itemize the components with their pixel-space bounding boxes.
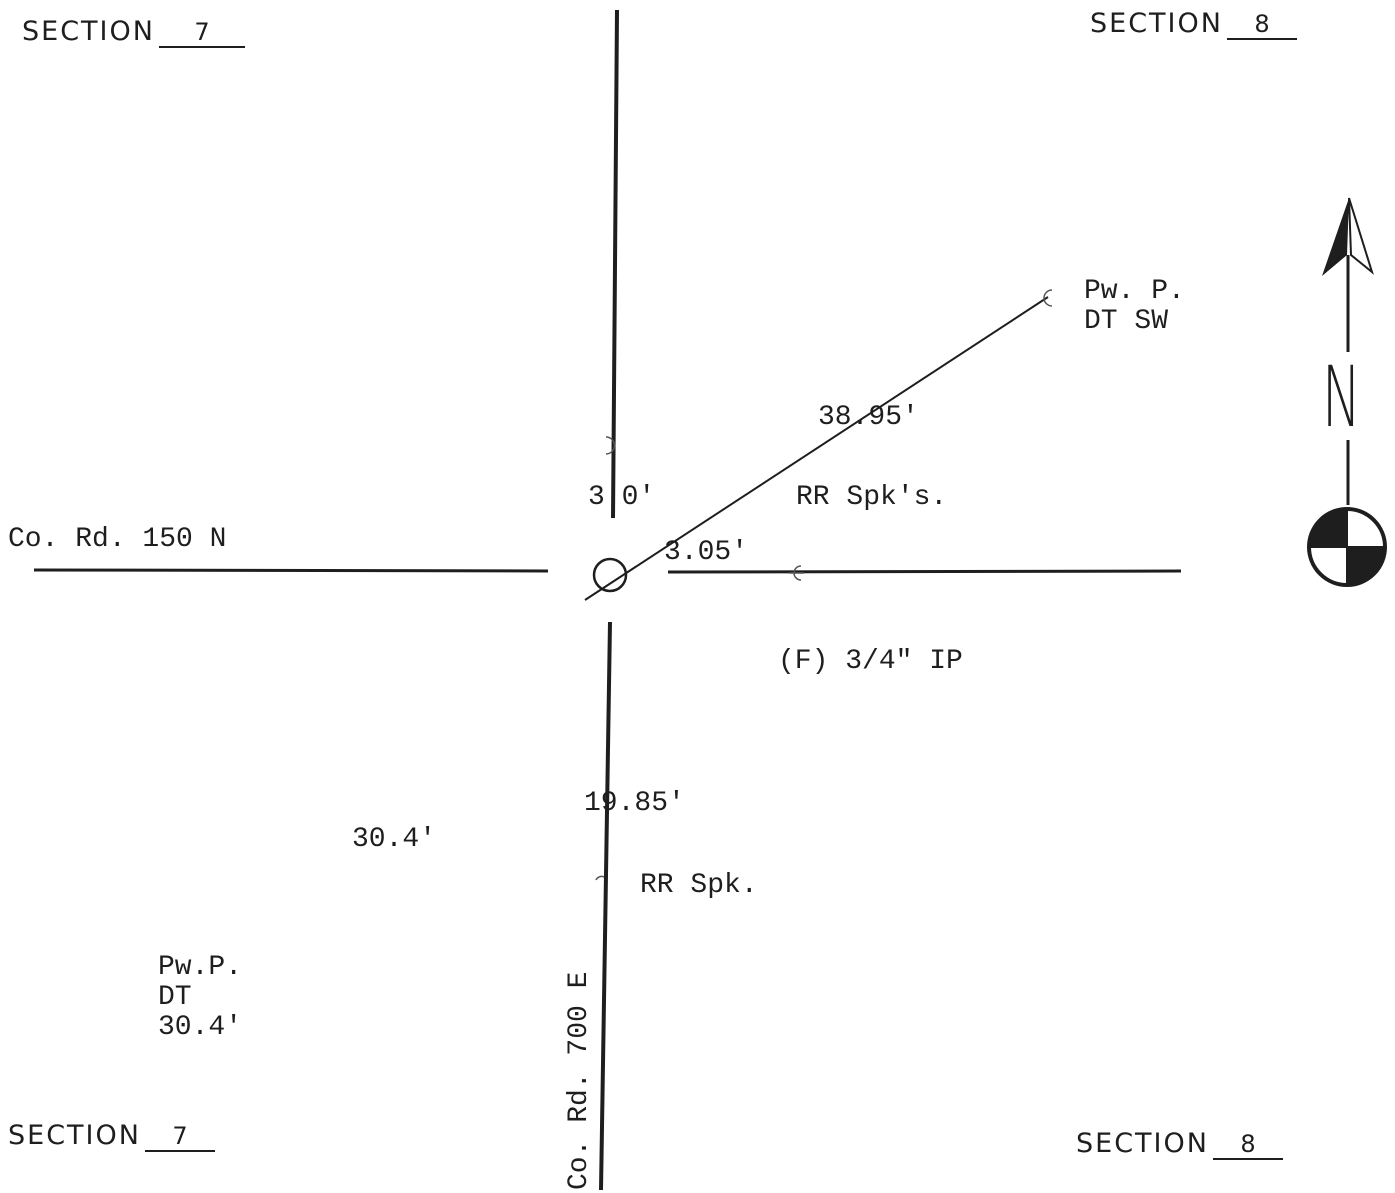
ne-pole-line-1: Pw. P.	[1084, 276, 1185, 307]
monument-note: (F) 3/4" IP	[778, 646, 963, 677]
sw-pole-line-3: 30.4'	[158, 1012, 243, 1043]
north-letter: N	[1322, 348, 1361, 446]
corner-monument-icon	[592, 557, 628, 593]
section-prefix: SECTION	[22, 16, 155, 47]
distance-south-spike: 19.85'	[584, 788, 685, 819]
spike-east-icon	[789, 565, 804, 581]
sw-pole-line-2: DT	[158, 982, 192, 1013]
section-prefix: SECTION	[8, 1120, 141, 1151]
road-label-north-south: Co. Rd. 700 E	[564, 971, 595, 1190]
road-line-east	[667, 569, 1182, 574]
section-number: 8	[1226, 12, 1297, 40]
sw-pole-line-1: Pw.P.	[158, 952, 243, 983]
ne-pole-line-2: DT SW	[1084, 306, 1169, 337]
section-prefix: SECTION	[1076, 1128, 1209, 1159]
road-line-north	[611, 9, 619, 519]
north-arrow-icon	[1307, 197, 1387, 587]
ne-pole-reference: Pw. P. DT SW	[1084, 278, 1185, 336]
spike-north-icon	[605, 436, 616, 455]
road-line-south	[599, 621, 612, 1191]
sw-pole-reference: Pw.P. DT 30.4'	[158, 954, 242, 1042]
road-line-west	[33, 568, 549, 573]
distance-east-spike: 3.05'	[664, 537, 749, 568]
rr-spike-note: RR Spk.	[640, 870, 758, 901]
tie-line-ne-pole	[584, 296, 1049, 601]
spike-south-icon	[595, 875, 605, 881]
section-number: 8	[1212, 1132, 1283, 1160]
distance-ne-pole: 38.95'	[818, 402, 919, 433]
pole-ne-icon	[1043, 289, 1053, 307]
road-label-east-west: Co. Rd. 150 N	[8, 524, 227, 555]
distance-sw-pole: 30.4'	[352, 824, 437, 855]
rr-spikes-note: RR Spk's.	[796, 482, 948, 513]
section-number: 7	[144, 1124, 215, 1152]
distance-north-spike: 3.0'	[588, 482, 656, 513]
section-prefix: SECTION	[1090, 8, 1223, 39]
section-number: 7	[158, 20, 245, 48]
